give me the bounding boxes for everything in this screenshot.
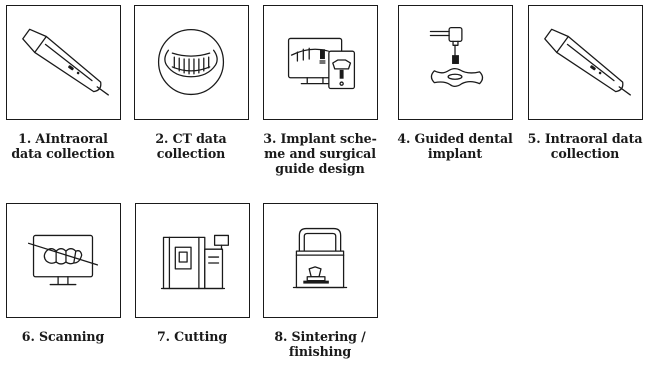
step-8-tile bbox=[263, 203, 378, 318]
milling-machine-icon bbox=[160, 234, 230, 290]
intraoral-scanner-icon bbox=[22, 28, 109, 96]
implant-design-screens-icon bbox=[287, 37, 356, 90]
step-5-tile bbox=[528, 5, 643, 120]
sintering-furnace-icon bbox=[292, 227, 348, 289]
step-1-tile bbox=[6, 5, 121, 120]
step-6-tile bbox=[6, 203, 121, 318]
intraoral-scanner-icon bbox=[544, 28, 631, 96]
scanning-monitor-icon bbox=[27, 234, 99, 286]
step-3-tile bbox=[263, 5, 378, 120]
ct-jaw-icon bbox=[157, 28, 225, 96]
step-6-caption: 6. Scanning bbox=[21, 329, 105, 344]
step-4-tile bbox=[398, 5, 513, 120]
step-2-tile bbox=[134, 5, 249, 120]
guided-drill-icon bbox=[429, 26, 484, 87]
step-7-tile bbox=[135, 203, 250, 318]
step-8-caption: 8. Sintering /finishing bbox=[274, 329, 366, 359]
step-7-caption: 7. Cutting bbox=[156, 329, 228, 344]
